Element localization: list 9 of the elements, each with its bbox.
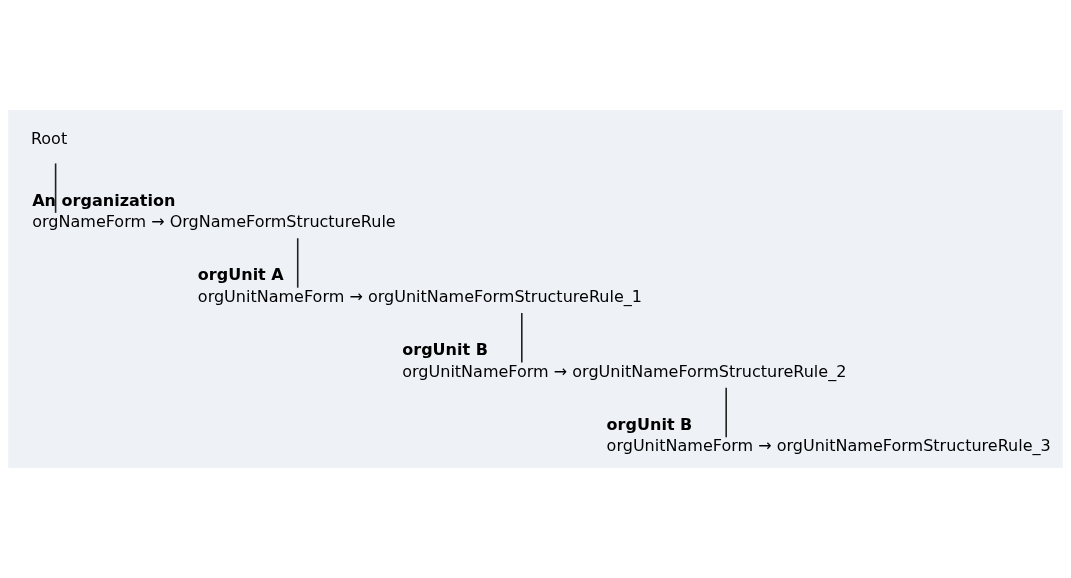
- node-text: An organization orgNameForm → OrgNameFormStructureRule: [32, 190, 396, 232]
- connector: [54, 162, 57, 214]
- node-text: orgUnit A orgUnitNameForm → orgUnitNameFormStructureRule_1: [197, 265, 642, 306]
- connector: [725, 387, 727, 439]
- node-text: orgUnit B orgUnitNameForm → orgUnitNameFormStructureRule_2: [402, 340, 847, 381]
- node-text: Root: [30, 129, 68, 149]
- connector: [296, 237, 299, 289]
- connector: [521, 312, 523, 364]
- node-text: orgUnit B orgUnitNameForm → orgUnitNameFormStructureRule_3: [606, 415, 1051, 456]
